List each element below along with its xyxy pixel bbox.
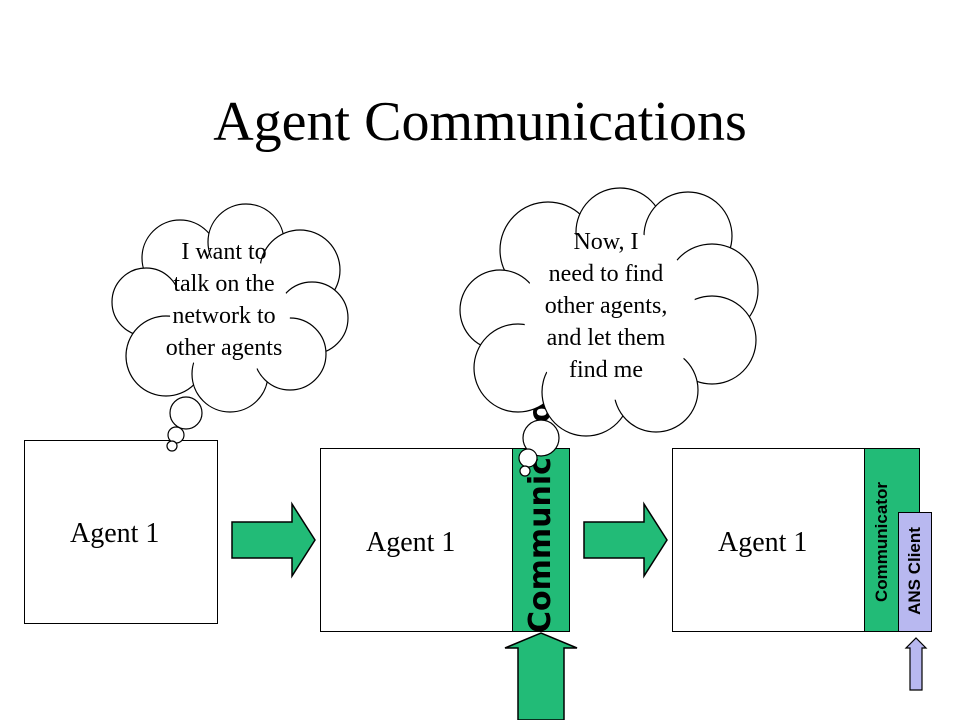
agent-label-stage2: Agent 1 [366, 527, 456, 558]
thought-cloud-1 [111, 203, 349, 452]
agent-label-stage3: Agent 1 [718, 527, 808, 558]
agent-box-stage1 [24, 440, 218, 624]
right-arrow-2 [583, 501, 668, 579]
cloud-1-text: I want to talk on the network to other a… [165, 239, 283, 361]
up-arrow-communicator [504, 632, 578, 720]
ans-client-bar [898, 512, 932, 632]
agent-box-stage3 [672, 448, 866, 632]
cloud-2-text: Now, I need to find other agents, and le… [544, 229, 668, 383]
up-arrow-ans-client [904, 637, 928, 691]
slide-title: Agent Communications [213, 91, 747, 153]
agent-label-stage1: Agent 1 [70, 518, 160, 549]
right-arrow-1 [231, 501, 316, 579]
thought-cloud-2 [459, 187, 759, 477]
communicator-bar-stage2 [512, 448, 570, 632]
